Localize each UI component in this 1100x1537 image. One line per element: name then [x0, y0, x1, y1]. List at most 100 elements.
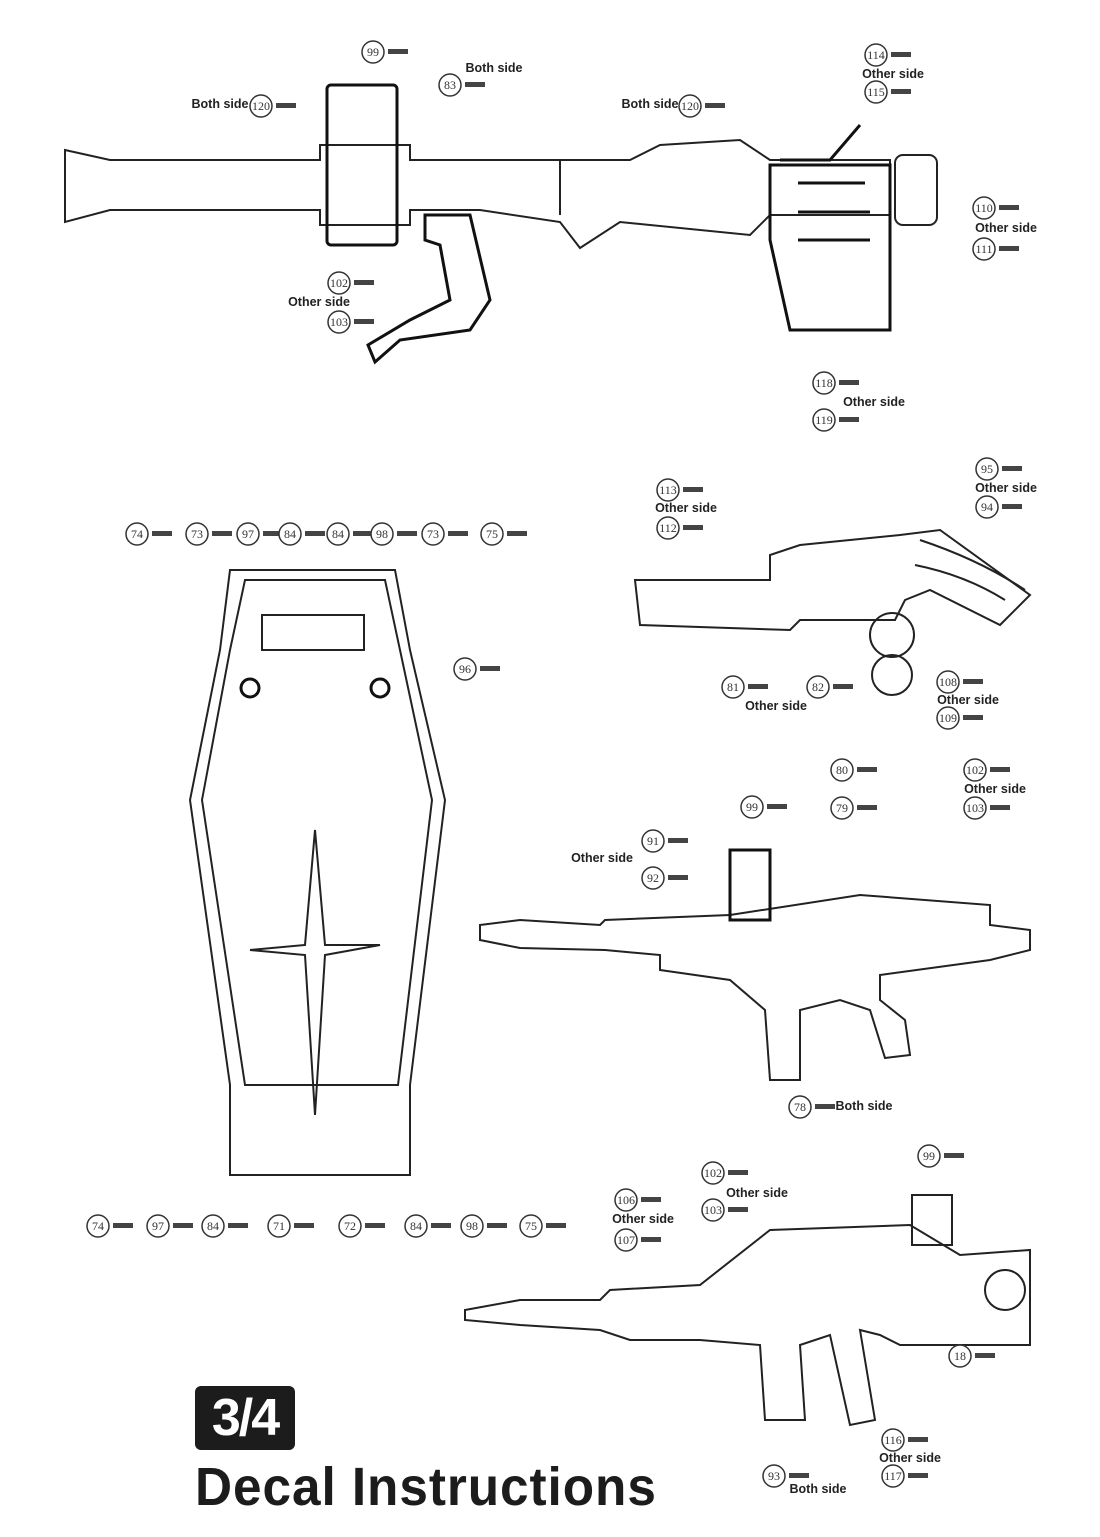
decal-sticker-icon — [999, 205, 1019, 210]
callout-circle — [421, 522, 445, 546]
decal-sticker-icon — [641, 1197, 661, 1202]
callout-number: 98 — [376, 527, 388, 541]
callout-circle — [975, 457, 999, 481]
decal-sticker-icon — [990, 805, 1010, 810]
callout-circle — [830, 796, 854, 820]
callout-96: 96 — [453, 657, 500, 681]
callout-number: 84 — [284, 527, 296, 541]
callout-109: 109 — [936, 706, 983, 730]
callout-102: 102 — [327, 271, 374, 295]
callout-number: 80 — [836, 763, 848, 777]
decal-sticker-icon — [908, 1473, 928, 1478]
callout-circle — [267, 1214, 291, 1238]
callout-number: 107 — [617, 1233, 635, 1247]
callout-circle — [788, 1095, 812, 1119]
callout-number: 84 — [207, 1219, 219, 1233]
callout-120: 120 — [249, 94, 296, 118]
decal-sticker-icon — [480, 666, 500, 671]
callout-number: 74 — [131, 527, 143, 541]
callout-number: 102 — [966, 763, 984, 777]
callout-circle — [936, 670, 960, 694]
decal-sticker-icon — [294, 1223, 314, 1228]
decal-sticker-icon — [963, 715, 983, 720]
callout-number: 103 — [704, 1203, 722, 1217]
callout-84: 84 — [326, 522, 373, 546]
callout-circle — [86, 1214, 110, 1238]
callout-circle — [361, 40, 385, 64]
decal-sticker-icon — [891, 89, 911, 94]
callout-number: 82 — [812, 680, 824, 694]
callout-circle — [864, 43, 888, 67]
decal-sticker-icon — [857, 805, 877, 810]
callout-circle — [614, 1228, 638, 1252]
callout-73: 73 — [421, 522, 468, 546]
callout-circle — [812, 371, 836, 395]
decal-sticker-icon — [228, 1223, 248, 1228]
callout-circle — [963, 758, 987, 782]
callout-number: 18 — [954, 1349, 966, 1363]
callout-98: 98 — [370, 522, 417, 546]
decal-sticker-icon — [431, 1223, 451, 1228]
callout-91: 91 — [641, 829, 688, 853]
callout-75: 75 — [480, 522, 527, 546]
decal-sticker-icon — [975, 1353, 995, 1358]
callout-circle — [370, 522, 394, 546]
callout-circle — [963, 796, 987, 820]
callout-120: 120 — [678, 94, 725, 118]
callout-71: 71 — [267, 1214, 314, 1238]
callout-number: 120 — [252, 99, 270, 113]
decal-sticker-icon — [728, 1207, 748, 1212]
callout-117: 117 — [881, 1464, 928, 1488]
callout-number: 71 — [273, 1219, 285, 1233]
callout-number: 79 — [836, 801, 848, 815]
decal-sticker-icon — [354, 280, 374, 285]
callout-number: 116 — [884, 1433, 902, 1447]
decal-sticker-icon — [465, 82, 485, 87]
callout-103: 103 — [327, 310, 374, 334]
decal-sticker-icon — [397, 531, 417, 536]
decal-sticker-icon — [908, 1437, 928, 1442]
callout-circle — [881, 1464, 905, 1488]
callout-74: 74 — [125, 522, 172, 546]
callout-circle — [701, 1161, 725, 1185]
callout-number: 73 — [191, 527, 203, 541]
decal-sticker-icon — [487, 1223, 507, 1228]
callout-95: 95 — [975, 457, 1022, 481]
decal-sticker-icon — [507, 531, 527, 536]
callout-78: 78 — [788, 1095, 835, 1119]
callout-number: 75 — [486, 527, 498, 541]
side-label: Both side — [622, 97, 679, 111]
decal-sticker-icon — [263, 531, 283, 536]
callout-74: 74 — [86, 1214, 133, 1238]
callout-circle — [864, 80, 888, 104]
callout-97: 97 — [236, 522, 283, 546]
callout-number: 110 — [975, 201, 993, 215]
callout-circle — [326, 522, 350, 546]
bazooka-drawing — [64, 83, 938, 365]
decal-sticker-icon — [276, 103, 296, 108]
callout-circle — [641, 829, 665, 853]
callout-number: 108 — [939, 675, 957, 689]
callout-number: 99 — [923, 1149, 935, 1163]
callout-circle — [327, 271, 351, 295]
callout-72: 72 — [338, 1214, 385, 1238]
callout-number: 73 — [427, 527, 439, 541]
decal-sticker-icon — [305, 531, 325, 536]
callout-number: 103 — [966, 801, 984, 815]
callout-number: 97 — [242, 527, 254, 541]
decal-sticker-icon — [152, 531, 172, 536]
callout-circle — [812, 408, 836, 432]
callout-number: 95 — [981, 462, 993, 476]
callout-84: 84 — [404, 1214, 451, 1238]
side-label: Both side — [192, 97, 249, 111]
callout-102: 102 — [963, 758, 1010, 782]
callout-circle — [249, 94, 273, 118]
callout-number: 81 — [727, 680, 739, 694]
callout-84: 84 — [201, 1214, 248, 1238]
decal-sticker-icon — [999, 246, 1019, 251]
callout-97: 97 — [146, 1214, 193, 1238]
callout-circle — [936, 706, 960, 730]
decal-sticker-icon — [767, 804, 787, 809]
callout-circle — [972, 196, 996, 220]
callout-circle — [975, 495, 999, 519]
